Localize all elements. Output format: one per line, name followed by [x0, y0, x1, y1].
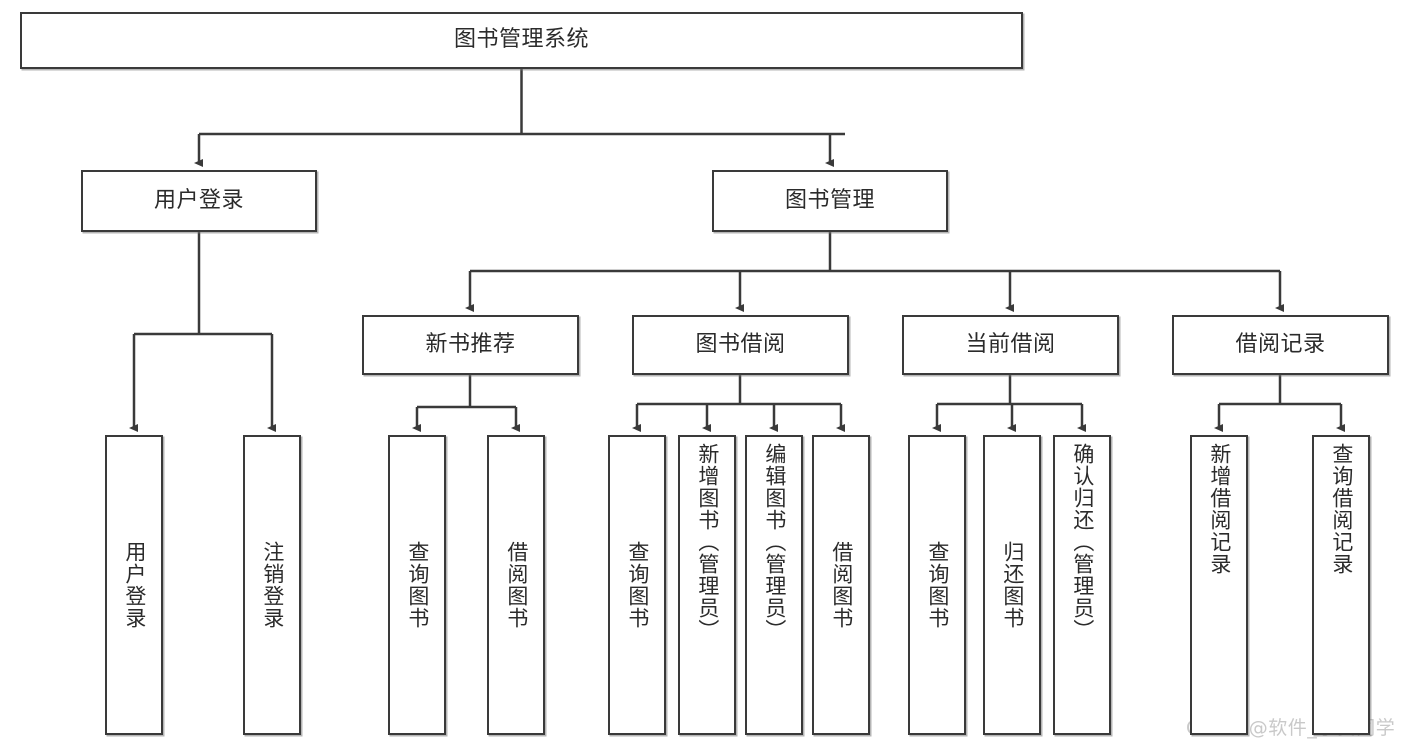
node-leaf-6[interactable]: 编辑图书（管理员） — [745, 435, 803, 735]
node-label: 编辑图书（管理员） — [762, 443, 787, 641]
node-level3-3[interactable]: 借阅记录 — [1172, 315, 1389, 375]
node-label: 查询图书 — [925, 541, 950, 629]
node-leaf-12[interactable]: 查询借阅记录 — [1312, 435, 1370, 735]
node-leaf-1[interactable]: 注销登录 — [243, 435, 301, 735]
node-level2-0[interactable]: 用户登录 — [81, 170, 317, 232]
node-label: 新增图书（管理员） — [695, 443, 720, 641]
node-label: 借阅图书 — [504, 541, 529, 629]
node-label: 图书借阅 — [695, 331, 786, 357]
node-root[interactable]: 图书管理系统 — [20, 12, 1023, 69]
node-level3-1[interactable]: 图书借阅 — [632, 315, 849, 375]
node-label: 用户登录 — [153, 187, 244, 213]
node-leaf-0[interactable]: 用户登录 — [105, 435, 163, 735]
node-leaf-4[interactable]: 查询图书 — [608, 435, 666, 735]
node-level3-2[interactable]: 当前借阅 — [902, 315, 1119, 375]
node-label: 用户登录 — [122, 541, 147, 629]
node-leaf-11[interactable]: 新增借阅记录 — [1190, 435, 1248, 735]
node-leaf-9[interactable]: 归还图书 — [983, 435, 1041, 735]
node-level2-1[interactable]: 图书管理 — [712, 170, 948, 232]
node-label: 图书管理系统 — [453, 27, 589, 53]
node-label: 注销登录 — [260, 541, 285, 629]
node-leaf-8[interactable]: 查询图书 — [908, 435, 966, 735]
node-leaf-2[interactable]: 查询图书 — [388, 435, 446, 735]
node-level3-0[interactable]: 新书推荐 — [362, 315, 579, 375]
node-leaf-10[interactable]: 确认归还（管理员） — [1053, 435, 1111, 735]
node-label: 查询图书 — [625, 541, 650, 629]
node-leaf-3[interactable]: 借阅图书 — [487, 435, 545, 735]
node-label: 确认归还（管理员） — [1070, 443, 1095, 641]
node-label: 图书管理 — [784, 187, 875, 213]
node-label: 新书推荐 — [425, 331, 516, 357]
node-leaf-7[interactable]: 借阅图书 — [812, 435, 870, 735]
node-label: 借阅图书 — [829, 541, 854, 629]
node-label: 借阅记录 — [1235, 331, 1326, 357]
node-label: 当前借阅 — [965, 331, 1056, 357]
node-label: 归还图书 — [1000, 541, 1025, 629]
node-label: 查询借阅记录 — [1329, 443, 1354, 575]
node-label: 查询图书 — [405, 541, 430, 629]
node-label: 新增借阅记录 — [1207, 443, 1232, 575]
node-leaf-5[interactable]: 新增图书（管理员） — [678, 435, 736, 735]
